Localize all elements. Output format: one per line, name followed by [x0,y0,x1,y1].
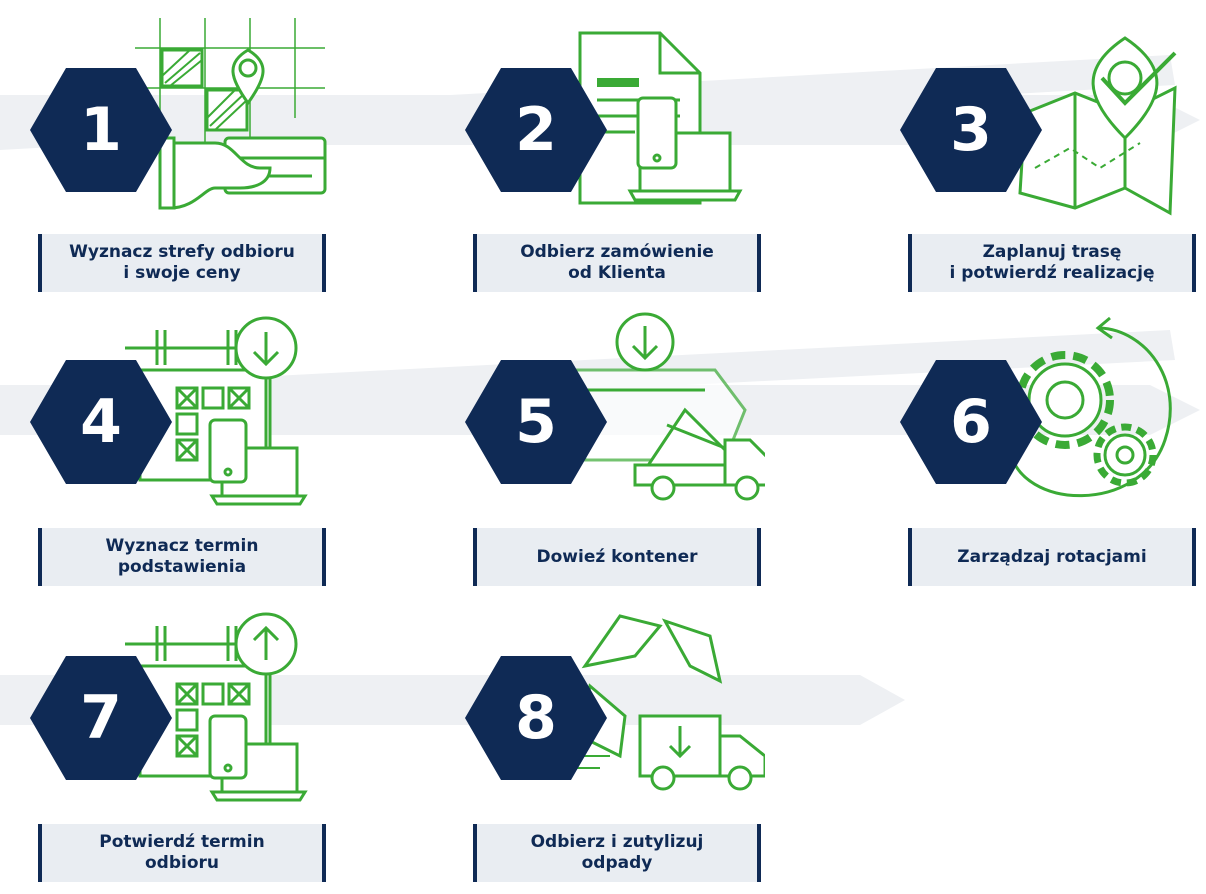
step-3: 3 Zaplanuj trasę i potwierdź realizację [870,8,1200,292]
route-map-check-icon [1018,36,1177,216]
step-number: 1 [80,95,122,165]
step-number: 2 [515,95,557,165]
step-label: Wyznacz termin podstawienia [38,528,326,586]
step-label: Odbierz zamówienie od Klienta [473,234,761,292]
step-label: Odbierz i zutylizuj odpady [473,824,761,882]
step-number: 4 [80,387,122,457]
step-label: Wyznacz strefy odbioru i swoje ceny [38,234,326,292]
map-zones-card-icon [135,18,327,210]
step-number-hexagon: 1 [30,68,172,192]
step-number-hexagon: 2 [465,68,607,192]
step-number-hexagon: 5 [465,360,607,484]
step-5: 5 Dowieź kontener [435,300,765,586]
order-document-devices-icon [578,31,743,205]
step-number-hexagon: 7 [30,656,172,780]
step-2: 2 Odbierz zamówienie od Klienta [435,8,765,292]
step-number: 7 [80,683,122,753]
step-label: Zarządzaj rotacjami [908,528,1196,586]
step-6: 6 Zarządzaj rotacjami [870,300,1200,586]
step-number: 5 [515,387,557,457]
truck-container-delivery-icon [573,312,765,501]
step-number: 3 [950,95,992,165]
step-7: 7 Potwierdź termin odbioru [0,596,330,882]
step-number-hexagon: 6 [900,360,1042,484]
step-label: Dowieź kontener [473,528,761,586]
step-label: Potwierdź termin odbioru [38,824,326,882]
step-number: 8 [515,683,557,753]
gears-rotation-icon [995,316,1172,498]
step-number-hexagon: 3 [900,68,1042,192]
step-8: 8 Odbierz i zutylizuj odpady [435,596,765,882]
recycle-truck-icon [560,614,765,791]
step-number-hexagon: 4 [30,360,172,484]
step-number: 6 [950,387,992,457]
step-4: 4 Wyznacz termin podstawienia [0,300,330,586]
step-label: Zaplanuj trasę i potwierdź realizację [908,234,1196,292]
step-1: 1 Wyznacz strefy odbioru i swoje ceny [0,8,330,292]
step-number-hexagon: 8 [465,656,607,780]
